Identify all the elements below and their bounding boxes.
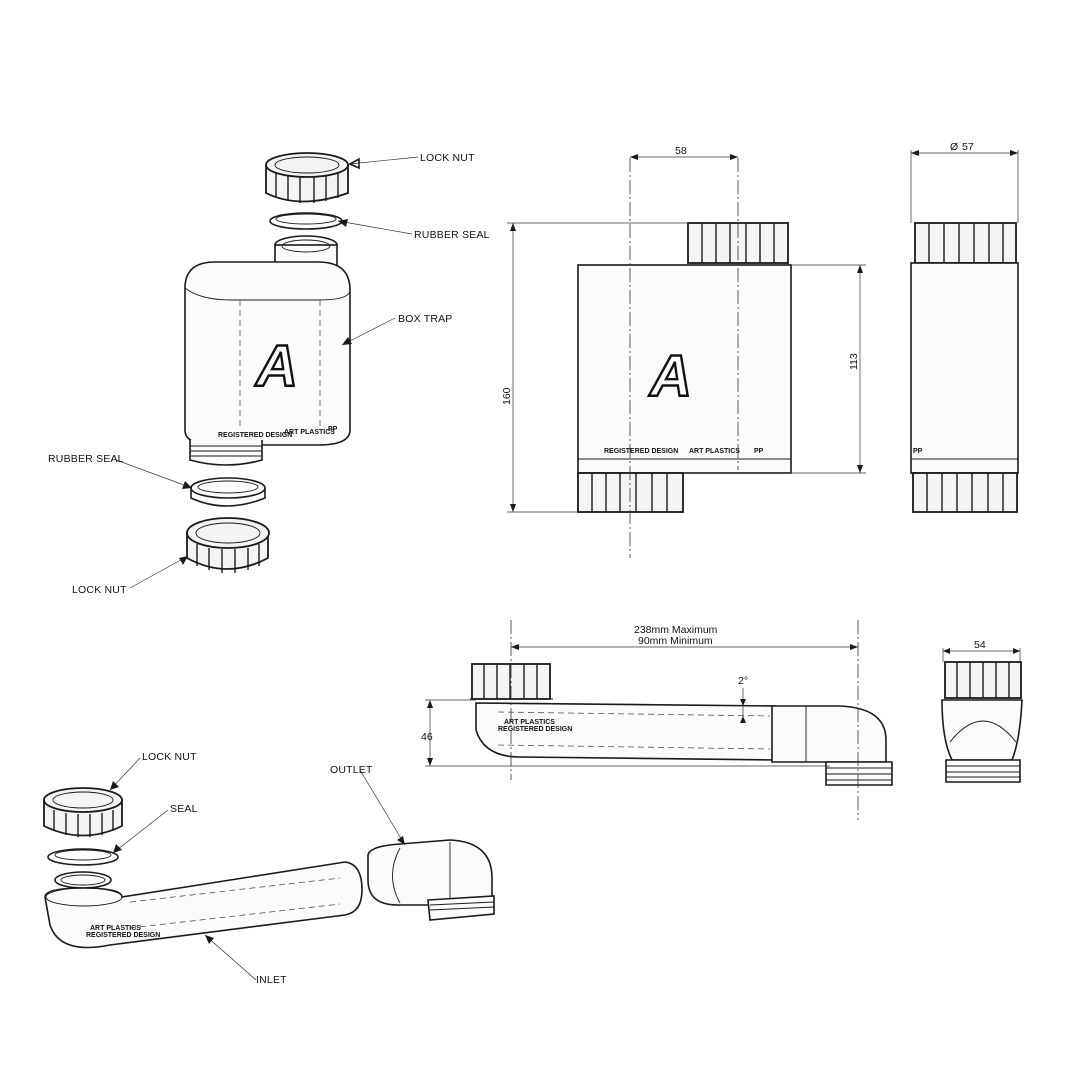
emboss-material: PP	[328, 426, 338, 433]
label-pipe-lock-nut: LOCK NUT	[142, 751, 197, 763]
pipe-assembly-view: ART PLASTICS REGISTERED DESIGN 238mm Max…	[421, 620, 893, 820]
front-emboss-material: PP	[754, 448, 764, 455]
dim-overall-height: 160	[501, 387, 513, 405]
front-view: A REGISTERED DESIGN ART PLASTICS PP 58 1…	[501, 145, 866, 558]
dim-diameter-symbol: Ø	[950, 141, 958, 153]
emboss-registered-design: REGISTERED DESIGN	[218, 432, 292, 439]
front-logo-letter: A	[648, 344, 692, 409]
dim-angle: 2°	[738, 675, 748, 687]
dim-length-min: 90mm Minimum	[638, 635, 713, 647]
leaders-box-trap	[115, 156, 419, 589]
rubber-seal-top	[269, 212, 343, 230]
dim-front-width: 58	[675, 145, 687, 157]
rubber-seal-bottom	[190, 477, 266, 507]
lock-nut-bottom	[186, 517, 270, 573]
pipe-emboss-registered: REGISTERED DESIGN	[498, 726, 572, 733]
label-pipe-seal: SEAL	[170, 803, 198, 815]
box-trap-body: A REGISTERED DESIGN ART PLASTICS PP	[184, 235, 351, 466]
label-rubber-seal-bottom: RUBBER SEAL	[48, 453, 124, 465]
pipe-emboss-art: ART PLASTICS	[504, 719, 555, 726]
label-lock-nut-bottom: LOCK NUT	[72, 584, 127, 596]
dim-diameter: 57	[962, 141, 974, 153]
label-lock-nut-top: LOCK NUT	[420, 152, 475, 164]
pipe-side-view: 54	[941, 639, 1023, 783]
exploded-pipe: ART PLASTICS REGISTERED DESIGN LOCK NUT …	[43, 751, 495, 986]
dim-body-height: 113	[848, 353, 860, 370]
logo-letter: A	[254, 334, 298, 399]
side-view: PP Ø 57	[910, 141, 1019, 513]
dim-pipe-side-width: 54	[974, 639, 986, 651]
inlet-emboss-art: ART PLASTICS	[90, 925, 141, 932]
exploded-box-trap: A REGISTERED DESIGN ART PLASTICS PP	[48, 152, 490, 596]
label-box-trap: BOX TRAP	[398, 313, 453, 325]
front-emboss-art: ART PLASTICS	[689, 448, 740, 455]
label-inlet: INLET	[256, 974, 287, 986]
label-rubber-seal-top: RUBBER SEAL	[414, 229, 490, 241]
dim-length-max: 238mm Maximum	[634, 624, 718, 636]
label-outlet: OUTLET	[330, 764, 373, 776]
lock-nut-top	[265, 152, 349, 203]
inlet-emboss-registered: REGISTERED DESIGN	[86, 932, 160, 939]
side-emboss-material: PP	[913, 448, 923, 455]
emboss-art-plastics: ART PLASTICS	[284, 429, 335, 436]
dim-pipe-height: 46	[421, 731, 433, 743]
front-emboss-registered: REGISTERED DESIGN	[604, 448, 678, 455]
